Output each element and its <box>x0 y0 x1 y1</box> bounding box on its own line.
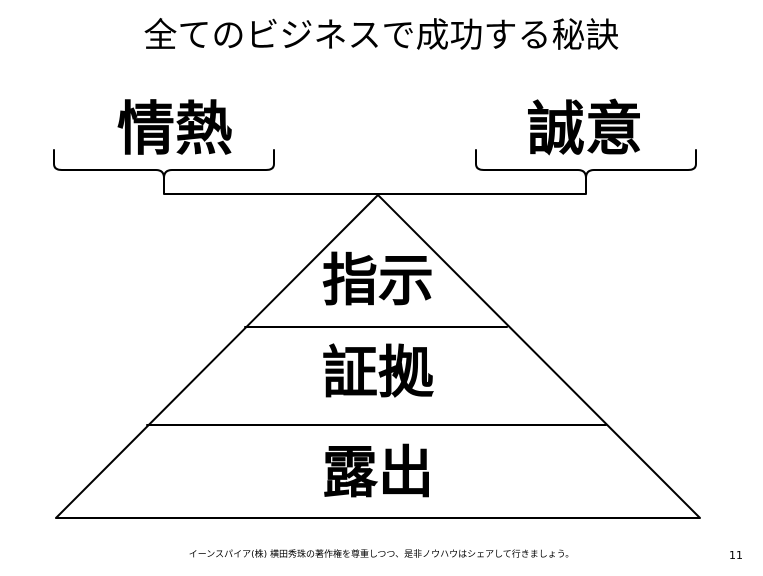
pyramid-tier-bottom: 露出 <box>322 441 434 506</box>
left-word-passion: 情熱 <box>116 95 233 163</box>
right-word-sincerity: 誠意 <box>526 95 643 163</box>
pyramid-tier-top: 指示 <box>322 249 434 314</box>
connecting-bracket <box>163 177 587 195</box>
footer-copyright: イーンスパイア(株) 横田秀珠の著作権を尊重しつつ、是非ノウハウはシェアして行き… <box>188 550 575 560</box>
right-brace <box>475 149 697 179</box>
slide-title: 全てのビジネスで成功する秘訣 <box>143 16 620 56</box>
pyramid-outline <box>55 194 701 519</box>
pyramid-tier-middle: 証拠 <box>322 341 434 406</box>
page-number: 11 <box>729 549 743 562</box>
left-brace <box>53 149 275 179</box>
